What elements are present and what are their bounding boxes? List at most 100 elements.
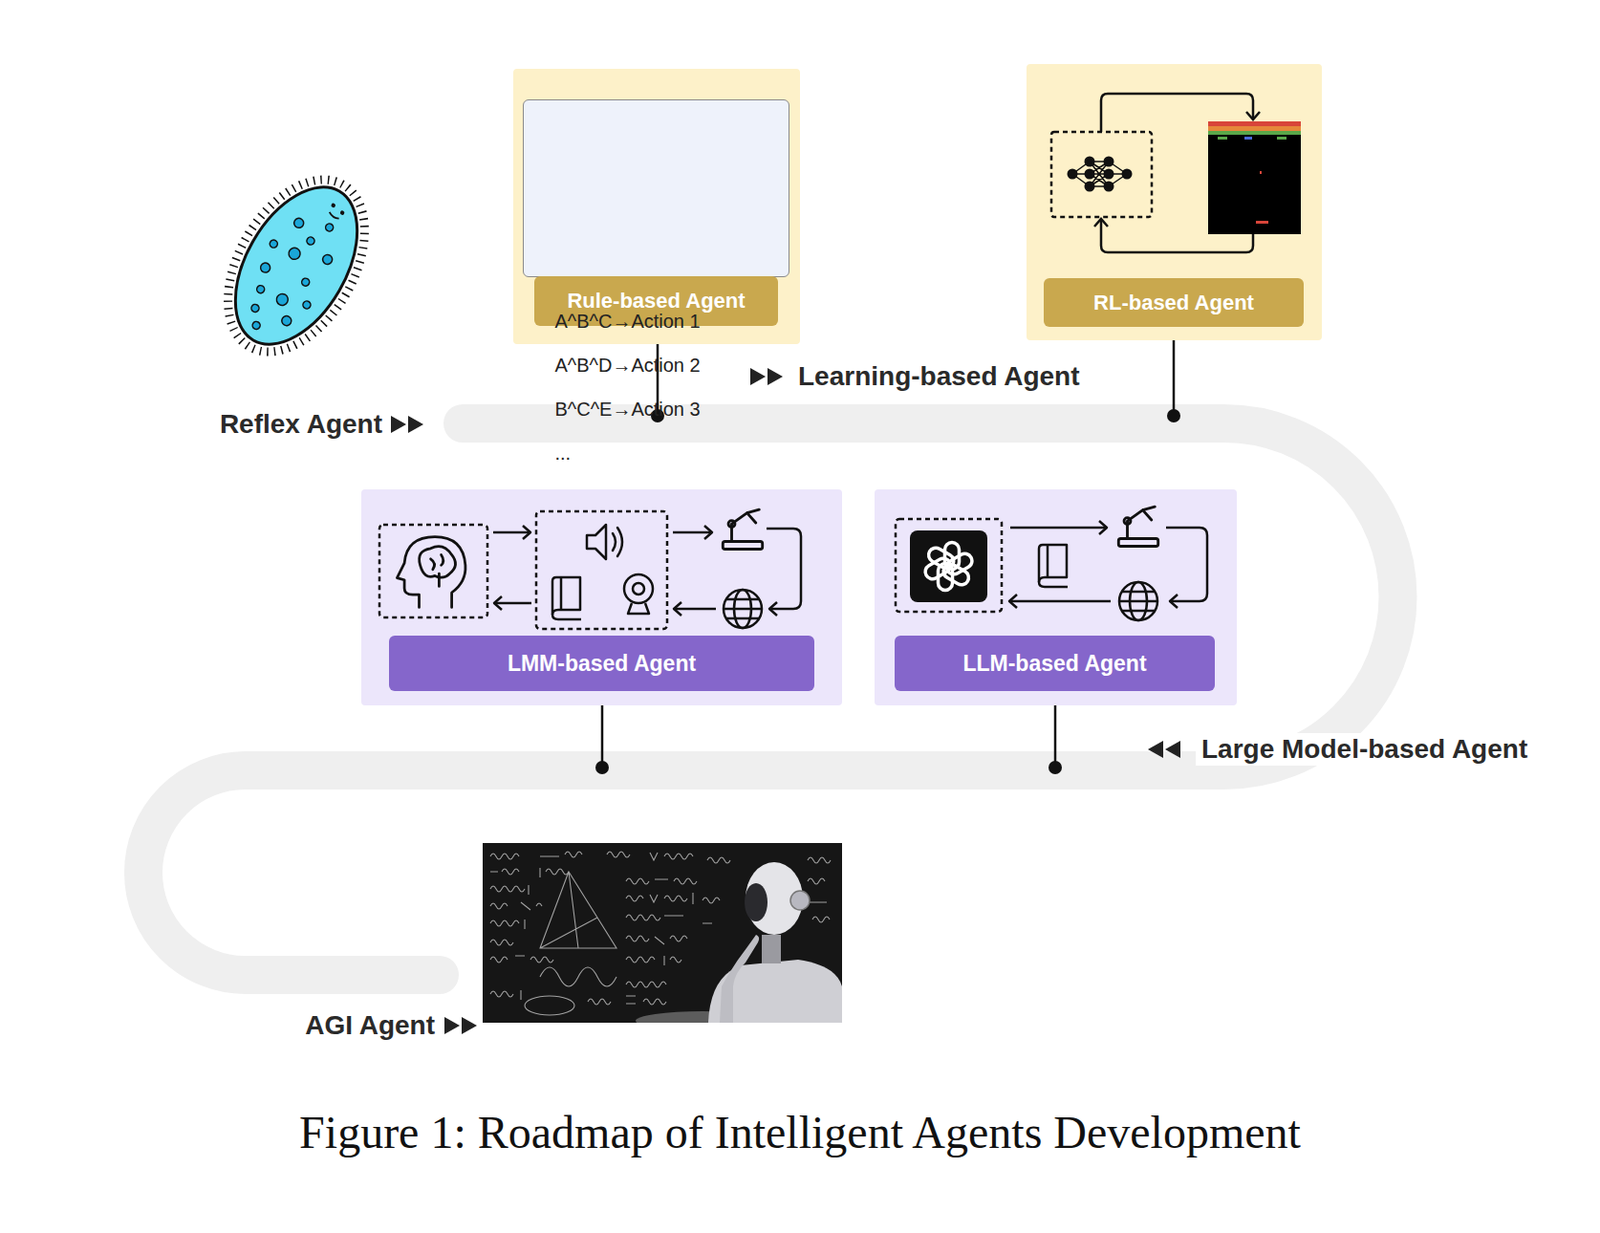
llm-loop-icons xyxy=(909,530,988,603)
paramecium-illustration xyxy=(302,300,313,311)
panel-title: LMM-based Agent xyxy=(389,635,815,692)
agi-robot-picture xyxy=(702,897,720,924)
label-anchor: Reflex Agent xyxy=(219,408,383,441)
rl-loop-icons xyxy=(1084,181,1096,193)
rl-loop-icons xyxy=(1122,169,1133,180)
llm-loop-icons xyxy=(1009,594,1017,608)
rl-loop-icons xyxy=(1259,171,1262,174)
paramecium-illustration xyxy=(255,283,266,295)
label-anchor: AGI Agent xyxy=(304,1009,435,1042)
llm-loop-icons xyxy=(1118,506,1158,546)
agi-robot-picture xyxy=(626,892,693,905)
rl-loop-icons xyxy=(1217,136,1228,140)
paramecium-illustration xyxy=(199,155,393,376)
agi-robot-picture xyxy=(707,857,831,864)
agi-robot-picture xyxy=(490,867,569,878)
milestone-stem xyxy=(1172,340,1176,416)
agi-robot-picture xyxy=(540,967,617,987)
direction-marker xyxy=(1147,740,1164,758)
direction-marker xyxy=(444,1016,460,1035)
agi-robot-picture xyxy=(626,981,667,988)
llm-loop-icons xyxy=(1010,600,1111,604)
direction-marker xyxy=(390,415,407,433)
lmm-loop-icons xyxy=(704,525,713,540)
rl-loop-icons xyxy=(1208,121,1301,127)
rl-loop-icons xyxy=(1067,169,1079,180)
rl-loop-icons xyxy=(1246,111,1260,120)
paramecium-illustration xyxy=(259,260,273,275)
lmm-loop-icons xyxy=(723,589,762,628)
milestone-stem xyxy=(601,705,605,768)
direction-marker xyxy=(767,367,783,386)
agi-robot-picture xyxy=(807,878,830,923)
llm-loop-icons xyxy=(1009,520,1208,608)
llm-loop-icons xyxy=(1169,594,1178,608)
agi-robot-picture xyxy=(490,885,529,895)
rl-loop-icons xyxy=(1084,169,1096,180)
paramecium-illustration xyxy=(268,238,280,250)
llm-loop-icons xyxy=(1099,520,1107,535)
lmm-loop-icons xyxy=(536,511,668,629)
lmm-loop-icons xyxy=(493,531,530,535)
agi-robot-picture xyxy=(524,995,575,1016)
lmm-loop-icons xyxy=(379,524,488,618)
paramecium-illustration xyxy=(305,236,317,247)
figure-caption: Figure 1: Roadmap of Intelligent Agents … xyxy=(299,1104,1301,1161)
agi-robot-picture xyxy=(490,939,514,946)
direction-marker xyxy=(461,1016,477,1035)
rl-loop-icons xyxy=(1276,136,1287,140)
paramecium-illustration xyxy=(321,253,335,267)
rl-loop-icons xyxy=(1084,156,1096,168)
rl-loop-icons xyxy=(1072,161,1127,187)
rl-loop-icons xyxy=(1103,181,1115,193)
direction-marker xyxy=(1165,740,1181,758)
rl-loop-icons xyxy=(1051,131,1152,217)
agi-robot-picture xyxy=(490,955,554,963)
agi-robot-picture xyxy=(540,871,617,949)
lmm-loop-icons xyxy=(522,525,531,540)
paramecium-illustration xyxy=(330,202,337,209)
lmm-loop-icons xyxy=(586,524,623,560)
stage-label: Reflex Agent xyxy=(219,408,383,441)
lmm-loop-icons xyxy=(722,509,762,549)
lmm-loop-icons xyxy=(552,577,582,620)
lmm-loop-icons xyxy=(493,525,801,616)
lmm-loop-icons xyxy=(396,537,466,608)
llm-loop-icons xyxy=(1038,544,1068,587)
agi-robot-picture xyxy=(587,995,667,1005)
rl-loop-icons xyxy=(1094,218,1108,227)
rule-text: A^B^C→Action 1 xyxy=(555,307,800,352)
rl-loop-icons xyxy=(1067,156,1133,193)
rl-loop-icons xyxy=(1103,169,1115,180)
llm-loop-icons xyxy=(1010,526,1106,530)
paramecium-illustration xyxy=(286,245,303,261)
milestone-dot xyxy=(1048,760,1062,775)
milestone-dot xyxy=(1167,409,1181,423)
lmm-loop-icons xyxy=(673,602,682,616)
milestone-stem xyxy=(1054,705,1058,768)
paramecium-illustration xyxy=(300,277,311,288)
rl-loop-icons xyxy=(1255,220,1269,224)
agi-robot-picture xyxy=(490,919,525,930)
direction-marker xyxy=(750,367,766,386)
lmm-loop-icons xyxy=(624,574,653,614)
agent-panel: Rule-based AgentA^B^C→Action 1A^B^D→Acti… xyxy=(513,68,800,345)
direction-marker xyxy=(408,415,424,433)
openai-logo xyxy=(926,544,957,571)
agi-robot-picture xyxy=(761,934,781,964)
panel-title: RL-based Agent xyxy=(1043,278,1304,327)
agi-robot-picture xyxy=(626,878,697,885)
paramecium-illustration xyxy=(328,212,341,220)
agi-robot-picture xyxy=(482,843,843,1031)
stage-label: Learning-based Agent xyxy=(798,360,1081,393)
agi-robot-picture xyxy=(719,934,759,1023)
llm-loop-icons xyxy=(895,518,1002,612)
llm-loop-icons xyxy=(1119,582,1158,621)
lmm-loop-icons xyxy=(674,607,716,611)
rule-text: A^B^D→Action 2 xyxy=(555,351,800,396)
paramecium-illustration xyxy=(210,166,383,366)
paramecium-illustration xyxy=(251,320,262,331)
rl-loop-icons xyxy=(1208,121,1301,235)
lmm-loop-icons xyxy=(672,531,712,535)
